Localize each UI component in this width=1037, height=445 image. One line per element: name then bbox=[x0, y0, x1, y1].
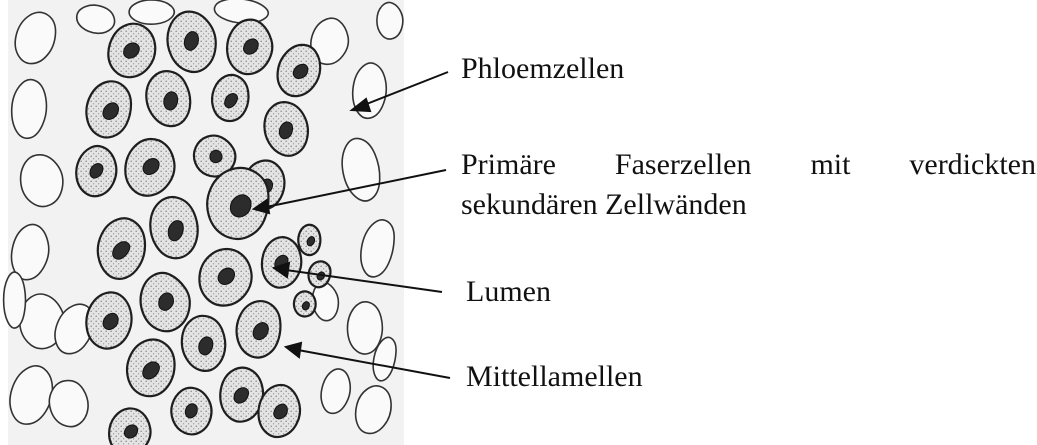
label-primary-fiber-cells: Primäre Faserzellen mit verdickten bbox=[461, 146, 1036, 184]
fiber-lumen bbox=[302, 302, 309, 310]
phloem-cell bbox=[377, 2, 403, 39]
phloem-cell bbox=[4, 272, 26, 328]
label-lumen: Lumen bbox=[466, 273, 551, 311]
label-middle-lamella: Mittellamellen bbox=[466, 358, 643, 396]
phloem-cell bbox=[49, 381, 88, 427]
label-secondary-cell-walls: sekundären Zellwänden bbox=[461, 186, 747, 224]
phloem-cell bbox=[129, 0, 174, 24]
fiber-lumen bbox=[210, 150, 222, 163]
fiber-lumen bbox=[164, 92, 178, 110]
label-phloem-cells: Phloemzellen bbox=[461, 50, 624, 88]
